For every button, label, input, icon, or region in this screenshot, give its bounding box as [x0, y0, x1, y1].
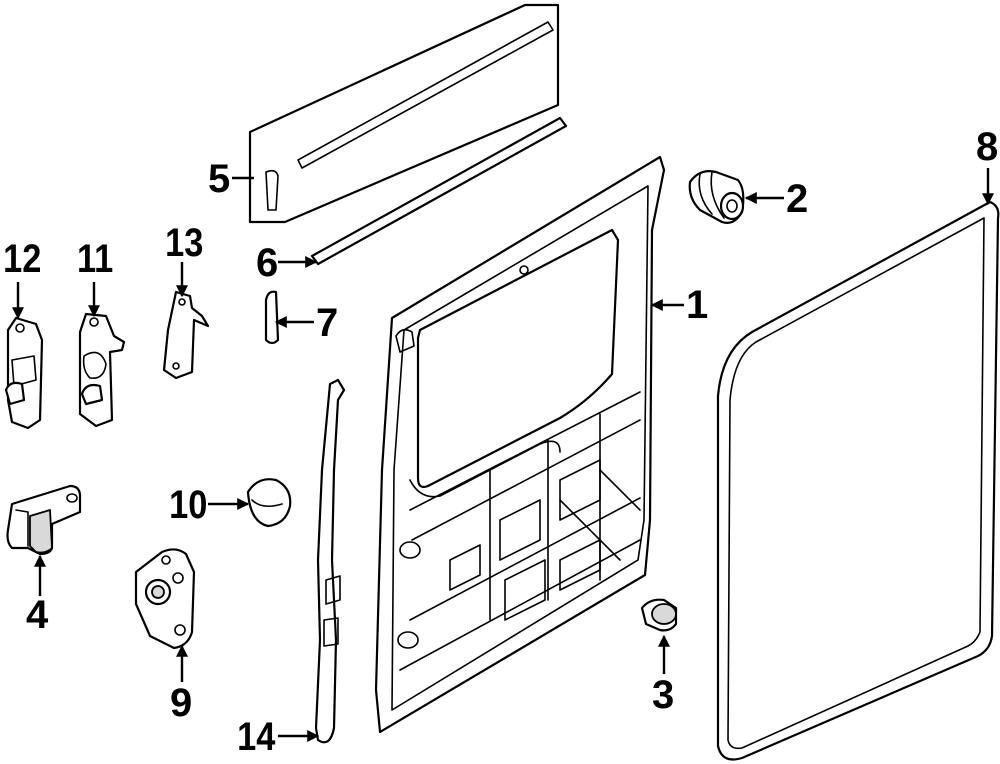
part-1-door-shell: [374, 155, 666, 734]
part-7-clip: [264, 290, 280, 345]
part-13-bracket: [162, 290, 210, 380]
callout-13: 13: [165, 220, 203, 265]
part-2-bumper: [688, 170, 745, 224]
callout-leaders: [12, 168, 994, 742]
part-14-rod: [314, 378, 346, 744]
part-3-stopper: [640, 598, 678, 632]
part-11-latch: [78, 312, 126, 428]
part-10-plug: [246, 478, 292, 528]
callout-11: 11: [77, 236, 113, 281]
part-12-latch: [4, 316, 44, 430]
callout-3: 3: [652, 673, 674, 717]
part-8-weatherstrip: [716, 200, 1000, 761]
callout-10: 10: [169, 482, 207, 527]
callout-9: 9: [170, 681, 192, 725]
part-4-striker: [6, 484, 82, 556]
callout-7: 7: [316, 301, 338, 345]
callout-6: 6: [256, 241, 278, 285]
callout-4: 4: [26, 593, 49, 637]
part-5-window-molding: [248, 3, 560, 224]
callout-2: 2: [786, 177, 808, 221]
callout-labels: 1 2 3 4 5 6 7 8 9 10 11 12 13 14: [3, 125, 998, 759]
part-9-hinge-plate: [134, 548, 196, 650]
callout-5: 5: [208, 157, 230, 201]
callout-8: 8: [976, 125, 998, 169]
callout-14: 14: [237, 714, 275, 759]
callout-12: 12: [3, 236, 41, 281]
callout-1: 1: [686, 283, 708, 327]
